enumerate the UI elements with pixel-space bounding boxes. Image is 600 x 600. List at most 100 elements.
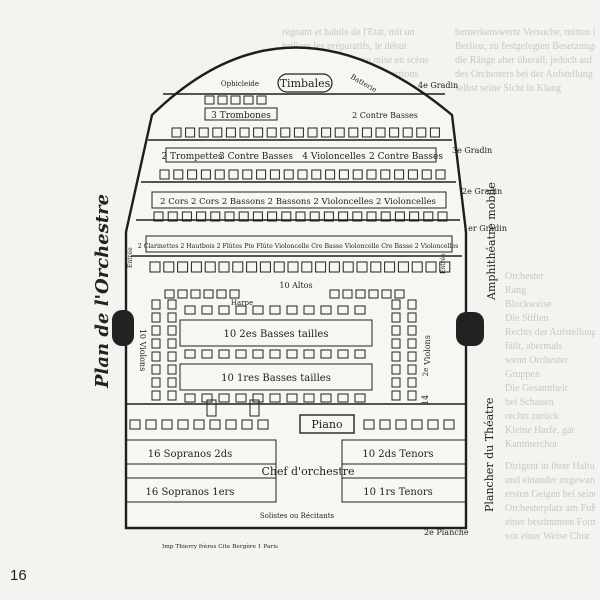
tenors-2-label: 10 2ds Tenors [362,449,433,460]
background-text-line: Berlioz, zu festgelegten Besetzungen [455,41,595,52]
gradin-4-label: 4e Gradin [418,81,458,90]
seat-mark [416,127,427,138]
seat-mark [184,349,196,359]
seat-mark [269,393,281,403]
seat-mark [337,349,349,359]
seat-mark [391,299,401,310]
background-text-line: fällt, abermals [505,341,563,352]
background-text-line: selbst seine Sicht in Klang [455,83,562,94]
seat-mark [259,261,271,273]
piano-label: Piano [311,418,343,431]
seat-mark [381,289,392,299]
seat-mark [355,289,366,299]
violons-right-count: 14 [421,395,430,405]
seat-mark [407,325,417,336]
background-text-line: régnant et habile de l'Etat, mit un [282,27,415,38]
seat-mark [321,127,332,138]
seat-mark [225,127,236,138]
entree-right-label: Entrée [440,253,447,274]
seat-mark [151,390,161,401]
seat-mark [266,127,277,138]
seat-mark [159,169,170,180]
seat-mark [361,127,372,138]
seat-mark [391,390,401,401]
seat-mark [411,419,423,430]
tenors-1-label: 10 1rs Tenors [363,487,433,498]
seat-mark [443,419,455,430]
seat-mark [252,349,264,359]
seat-mark [218,349,230,359]
seat-mark [267,211,278,222]
seat-mark [161,419,173,430]
seat-mark [338,211,349,222]
seat-mark [352,211,363,222]
seat-mark [216,289,227,299]
background-text-line: Orchester [505,271,544,282]
seat-mark [320,305,332,315]
seat-mark [354,349,366,359]
seat-mark [190,289,201,299]
seat-mark [242,169,253,180]
seat-mark [315,261,327,273]
background-text-line: Blockweise [505,299,552,310]
seat-mark [407,377,417,388]
seat-mark [224,211,235,222]
seat-mark [303,393,315,403]
background-text-line: Die Stiften [505,313,549,324]
background-text-line: Kleine Harfe, gar [505,425,575,436]
seat-mark [281,211,292,222]
seat-mark [394,169,405,180]
seat-mark [380,211,391,222]
background-text-right-top: bemerkenswerte Versuche, mitten in derBe… [455,26,595,96]
seat-mark [173,169,184,180]
seat-mark [354,305,366,315]
seat-mark [394,211,405,222]
seat-mark [407,299,417,310]
basses-tailles-2-label: 10 2es Basses tailles [224,329,329,340]
seat-mark [394,289,405,299]
violoncelles-4-label: 4 Violoncelles [302,152,366,162]
page-number: 16 [10,567,27,584]
seat-mark [370,261,382,273]
seat-mark [235,393,247,403]
background-text-line: vor einer Weise Chor [505,531,590,542]
seat-mark [210,211,221,222]
seat-mark [286,305,298,315]
seat-mark [325,169,336,180]
timbales-label: Timbales [280,77,331,90]
seat-mark [391,338,401,349]
seat-mark [409,211,420,222]
seat-mark [379,419,391,430]
seat-mark [338,169,349,180]
seat-mark [334,127,345,138]
seat-mark [167,351,177,362]
background-text-line: Rechts der Aufstellung [505,327,595,338]
seat-mark [212,127,223,138]
violons-left-label: 10 Violons [138,329,147,371]
seat-mark [218,261,230,273]
seat-mark [407,351,417,362]
violons-right-label: Violons [423,335,432,366]
gradin-1-label: 1er Gradin [463,224,507,233]
seat-mark [232,261,244,273]
seat-mark [218,305,230,315]
seat-mark [187,169,198,180]
background-text-line: einer bestimmten Form. An der Säule [505,517,595,528]
seat-mark [171,127,182,138]
seat-mark [423,211,434,222]
seat-mark [375,127,386,138]
seat-mark [391,377,401,388]
seat-mark [427,419,439,430]
seat-mark [249,399,260,417]
background-text-line: und einander zugewandt, die [505,475,595,486]
seat-mark [200,169,211,180]
trompettes-label: 2 Trompettes [161,152,222,162]
seat-mark [395,419,407,430]
seat-mark [184,393,196,403]
seat-mark [269,349,281,359]
seat-mark [151,377,161,388]
background-text-line: Gruppen [505,369,540,380]
seat-layer [129,95,455,430]
background-text-line: rechts zurück [505,411,559,422]
